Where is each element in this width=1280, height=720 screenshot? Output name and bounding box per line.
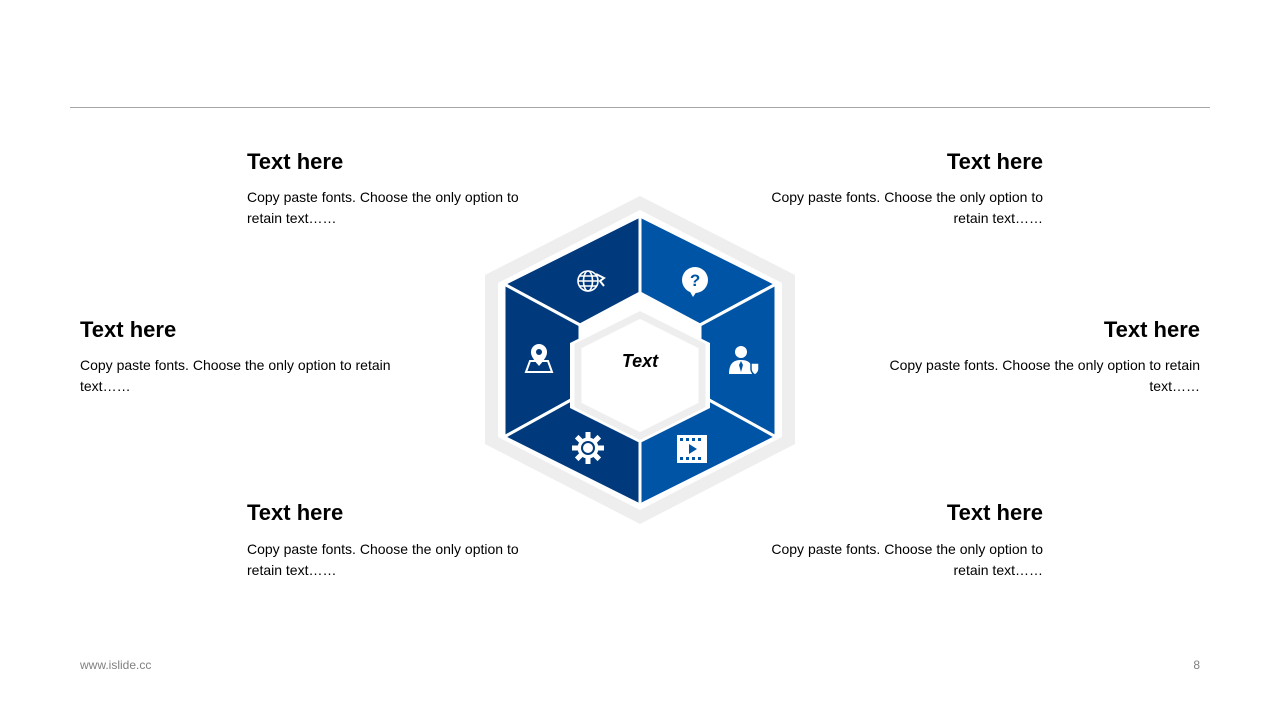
block-title: Text here <box>80 317 177 342</box>
block-title: Text here <box>1103 317 1200 342</box>
sun-gear-icon <box>572 432 604 464</box>
text-block-middle-right: Text here Copy paste fonts. Choose the o… <box>860 317 1200 397</box>
film-play-icon <box>677 435 707 463</box>
page-number: 8 <box>1193 658 1200 672</box>
footer-url: www.islide.cc <box>80 658 152 672</box>
business-person-shield-icon <box>729 346 760 376</box>
block-title: Text here <box>247 149 344 174</box>
block-title: Text here <box>247 500 344 525</box>
block-title: Text here <box>946 500 1043 525</box>
block-title: Text here <box>946 149 1043 174</box>
question-bubble-icon: ? <box>682 267 708 297</box>
block-body: Copy paste fonts. Choose the only option… <box>247 189 519 226</box>
top-divider <box>70 107 1210 108</box>
text-block-top-right: Text here Copy paste fonts. Choose the o… <box>743 149 1043 229</box>
svg-text:?: ? <box>690 271 700 290</box>
block-body: Copy paste fonts. Choose the only option… <box>80 357 391 394</box>
text-block-top-left: Text here Copy paste fonts. Choose the o… <box>247 149 547 229</box>
text-block-bottom-right: Text here Copy paste fonts. Choose the o… <box>743 500 1043 581</box>
center-hexagon-border <box>574 311 706 440</box>
text-block-middle-left: Text here Copy paste fonts. Choose the o… <box>80 317 420 397</box>
block-body: Copy paste fonts. Choose the only option… <box>247 541 519 578</box>
block-body: Copy paste fonts. Choose the only option… <box>889 357 1200 394</box>
block-body: Copy paste fonts. Choose the only option… <box>771 541 1043 578</box>
globe-plane-icon <box>577 270 606 292</box>
map-pin-icon <box>524 344 554 373</box>
text-block-bottom-left: Text here Copy paste fonts. Choose the o… <box>247 500 547 581</box>
block-body: Copy paste fonts. Choose the only option… <box>771 189 1043 226</box>
center-label: Text <box>622 351 659 371</box>
